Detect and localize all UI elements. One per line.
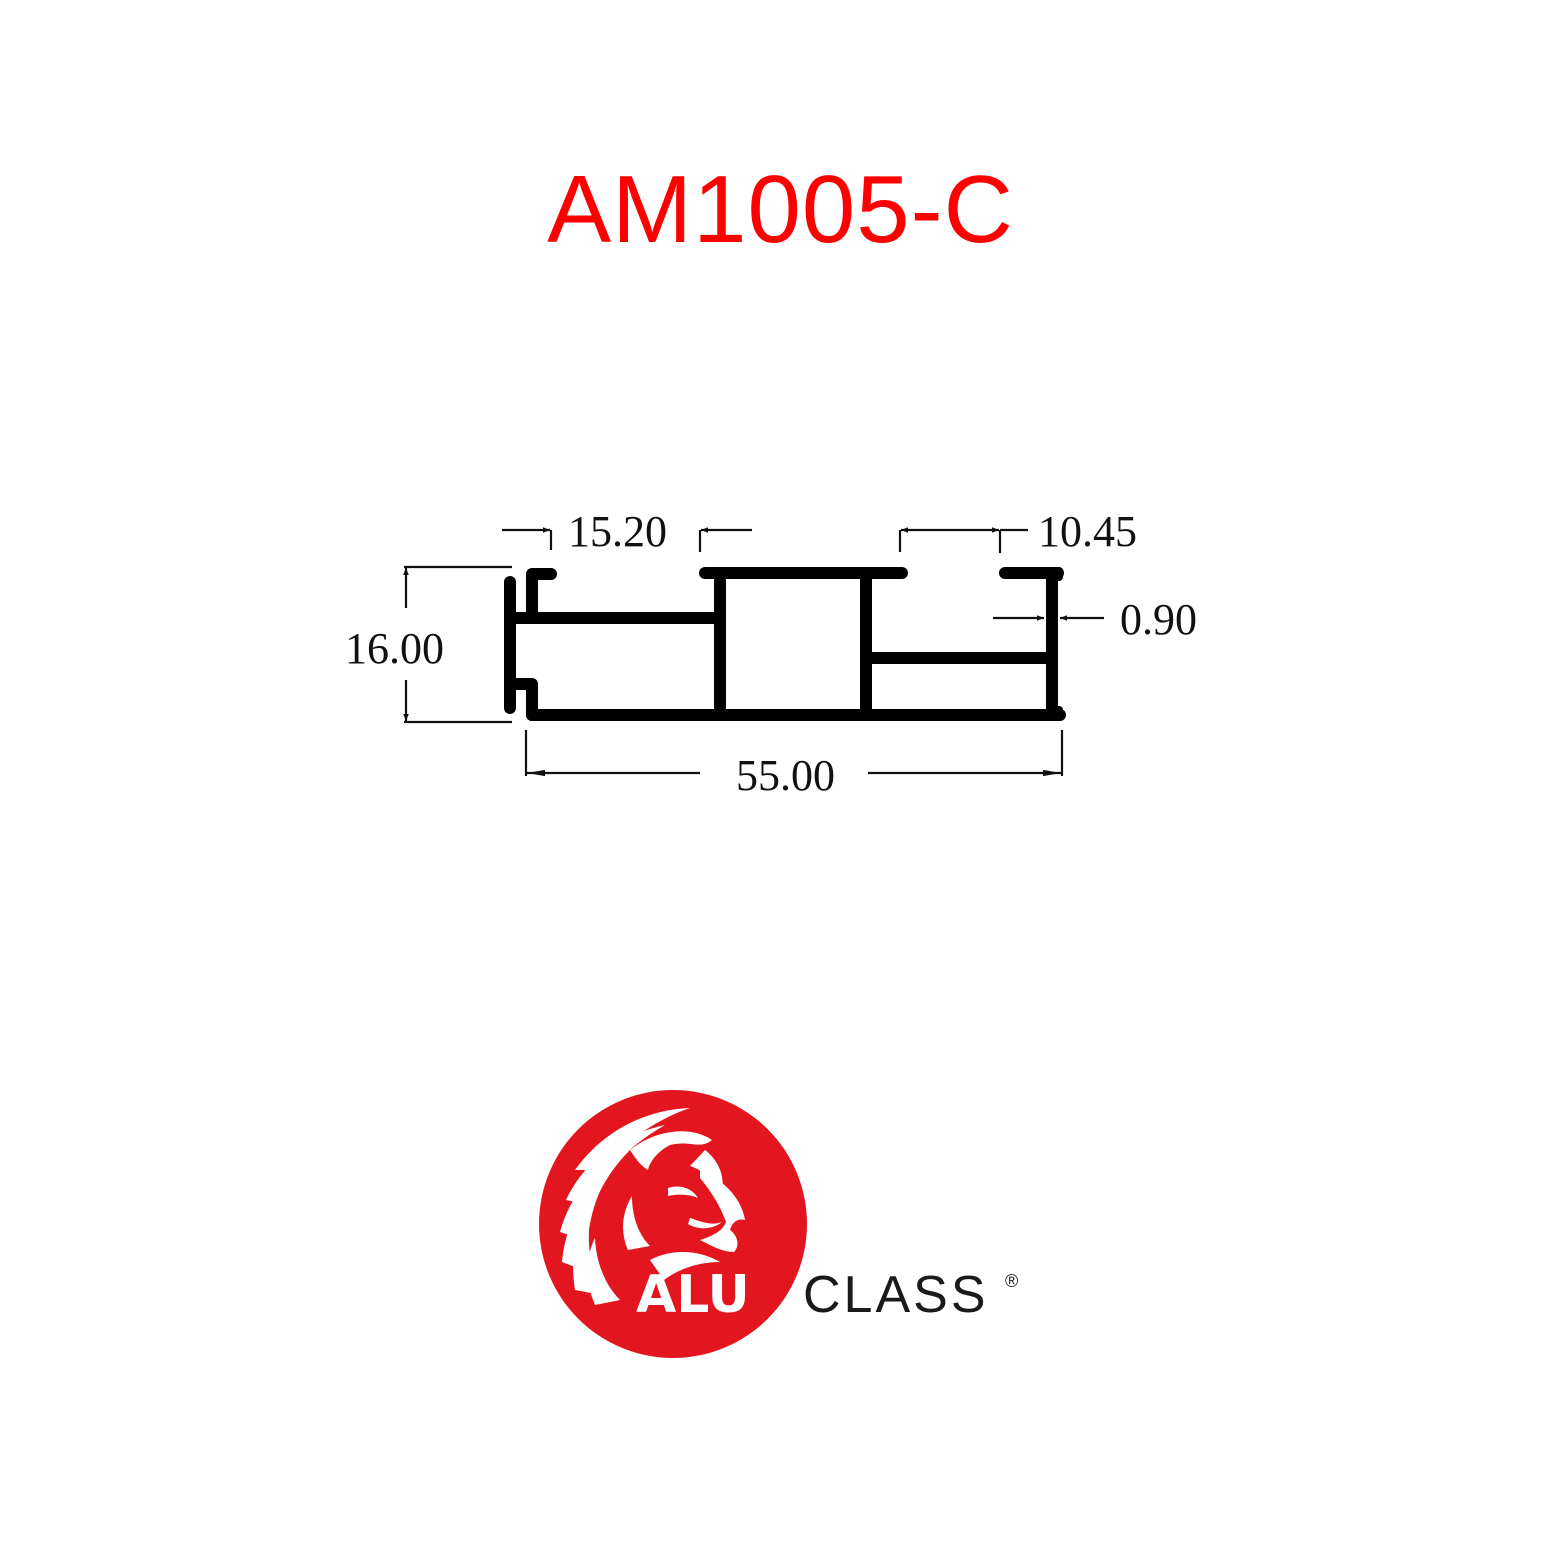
product-code-title: AM1005-C <box>0 150 1561 270</box>
right-bottom-cap <box>1050 706 1063 721</box>
dimension-label-top-left: 15.20 <box>568 507 667 556</box>
dimension-label-height: 16.00 <box>345 624 444 673</box>
registered-trademark-mark: ® <box>1005 1271 1018 1291</box>
logo-text-class: CLASS <box>803 1266 989 1324</box>
aluminium-profile-shape <box>504 567 1066 721</box>
dimension-width <box>524 730 1064 777</box>
dimension-top-right-opening <box>898 527 1028 553</box>
logo-text-alu: ALU <box>636 1265 750 1325</box>
lion-head-icon <box>560 1108 745 1305</box>
dimension-label-top-right: 10.45 <box>1038 507 1137 556</box>
dimension-top-left-opening <box>502 527 752 552</box>
dimension-label-wall-thickness: 0.90 <box>1120 595 1197 644</box>
dimension-label-width: 55.00 <box>736 751 835 800</box>
dimension-height <box>403 565 512 724</box>
product-code: AM1005-C <box>547 156 1014 263</box>
right-top-cap <box>1050 567 1063 581</box>
